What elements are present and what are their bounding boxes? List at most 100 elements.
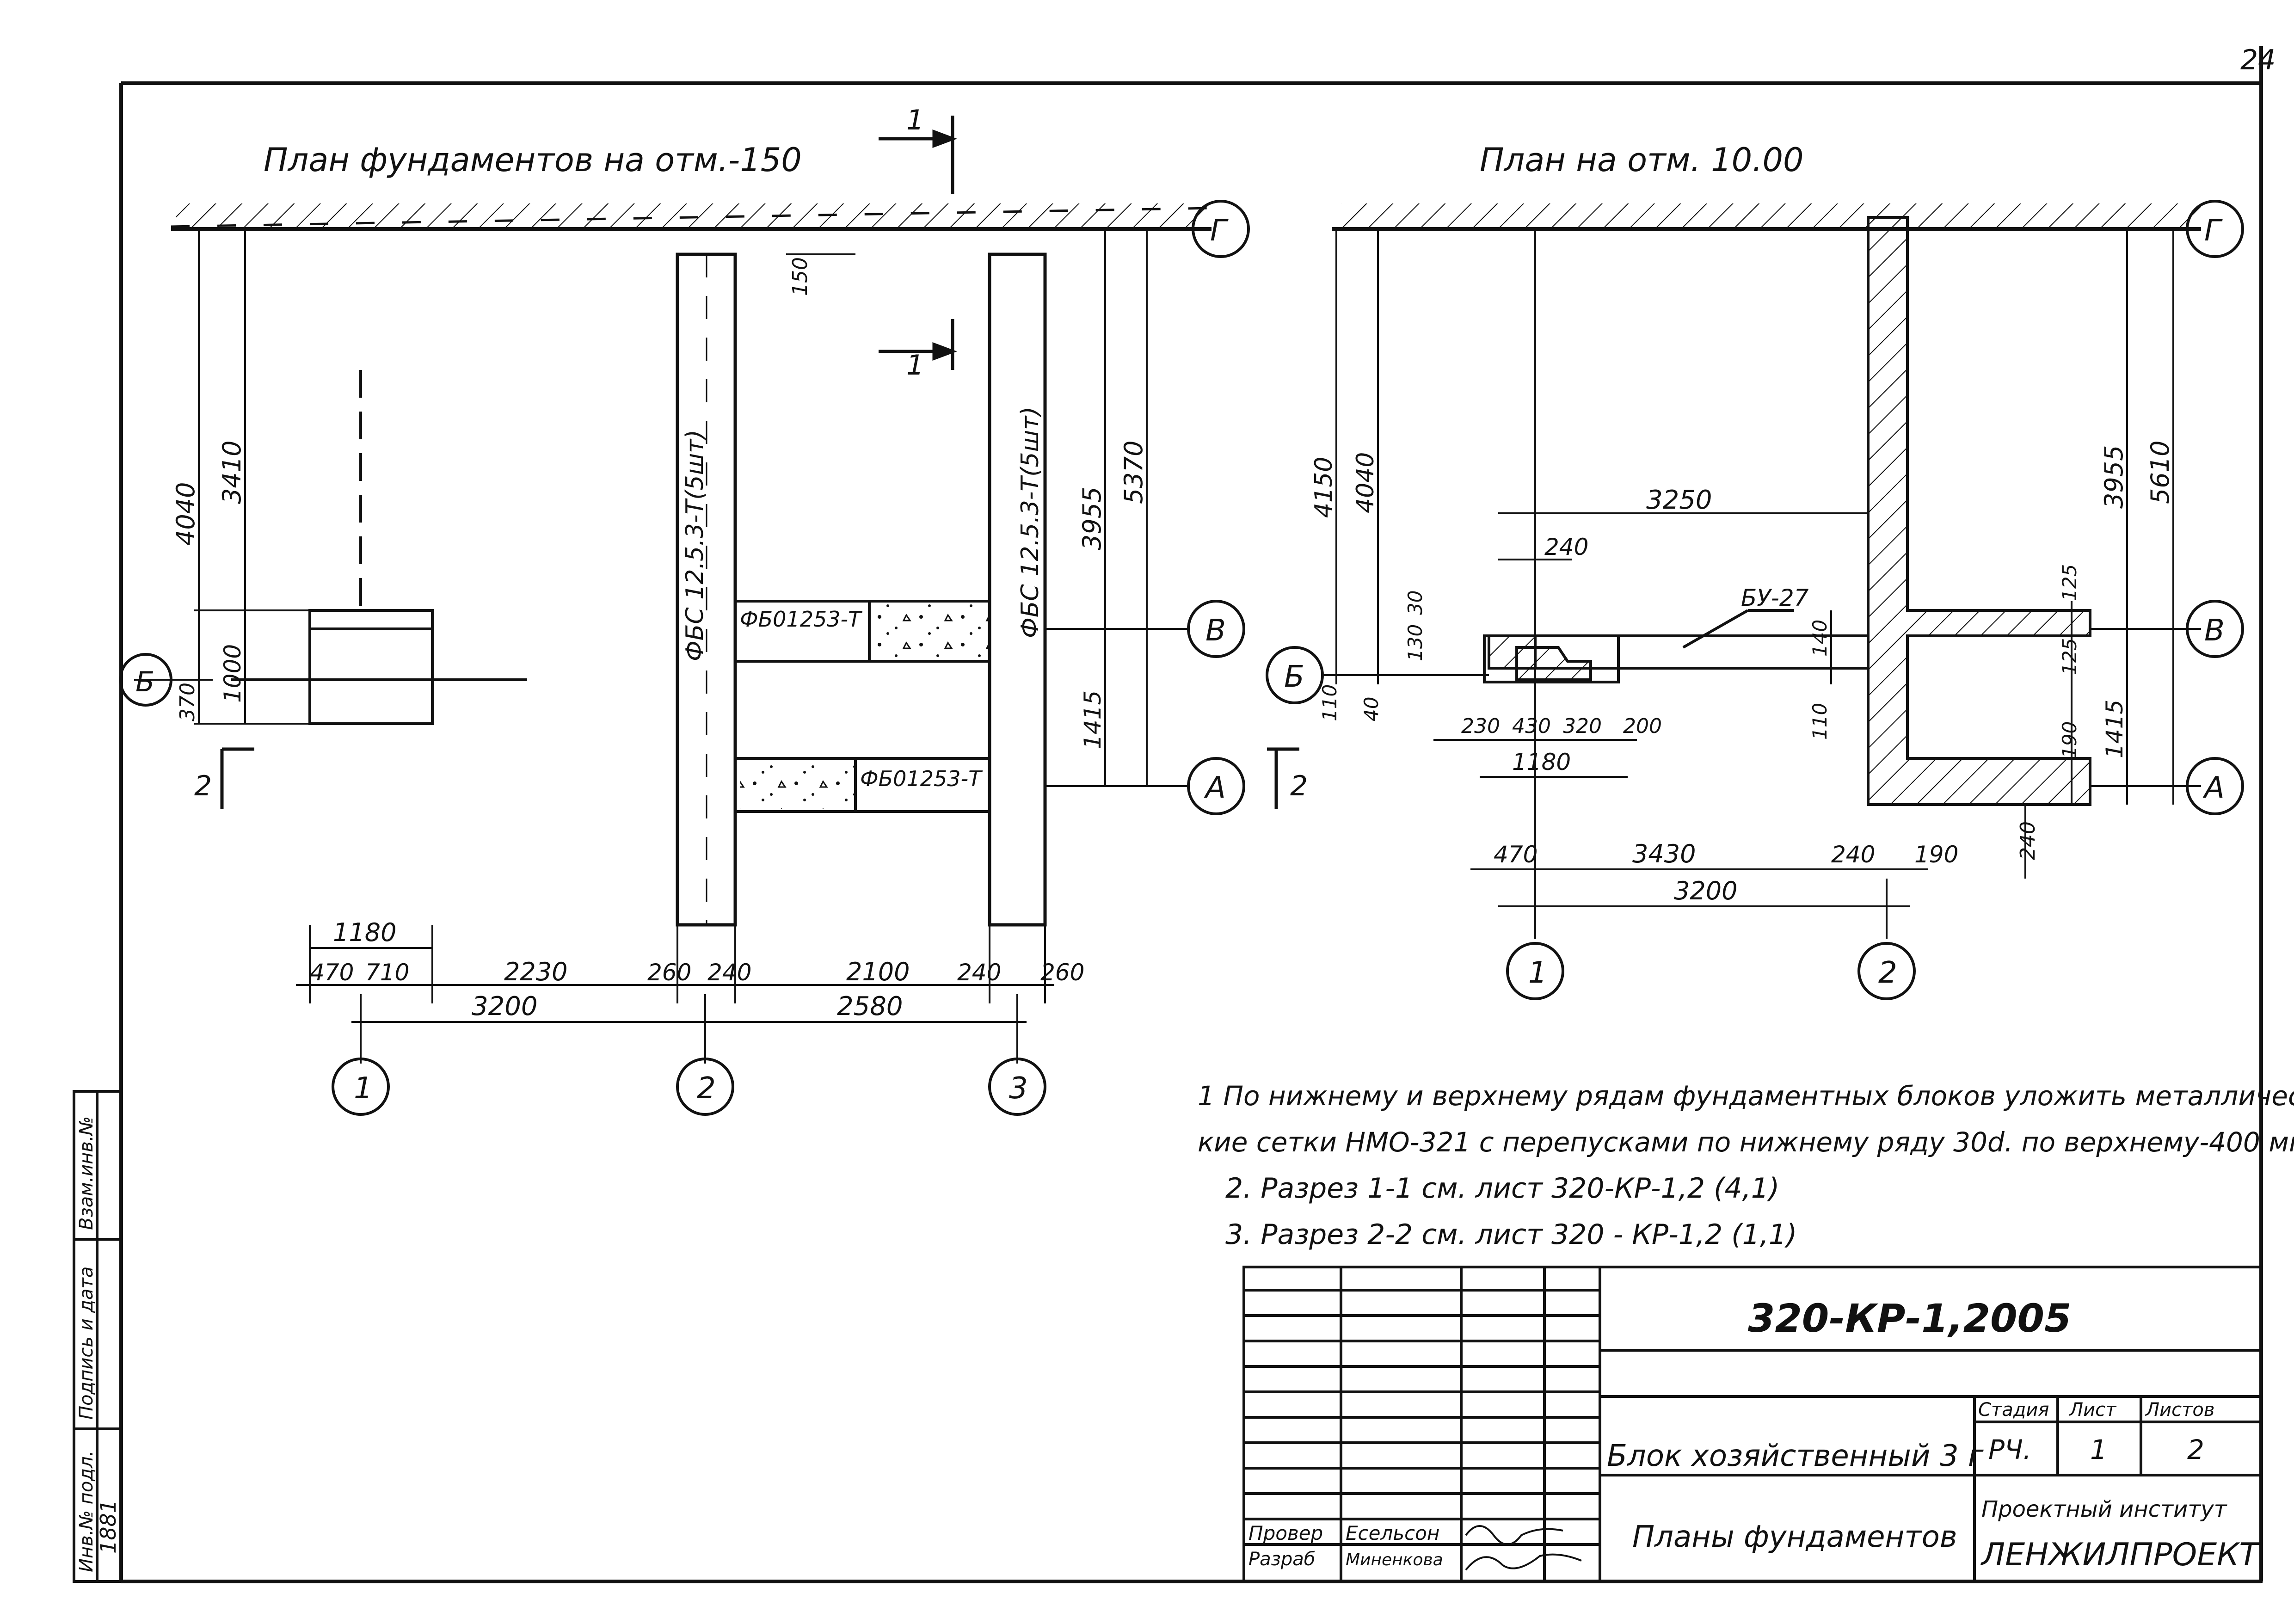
section-1-label-top: 1: [906, 104, 924, 136]
dim-4150: 4150: [1310, 457, 1338, 518]
sheet-header: Лист: [2068, 1399, 2117, 1421]
fbs-wall-axis3: [988, 252, 1047, 927]
plan1: План фундаментов на отм.-150 1 1 2 2: [119, 104, 1308, 1116]
axis-label-a-plan2: А: [2202, 771, 2225, 805]
axis-bubble-3-plan1: [988, 1058, 1046, 1116]
note-line-2: кие сетки НМО-321 с перепусками по нижне…: [1198, 1126, 2294, 1158]
dim-1180: 1180: [333, 918, 396, 947]
dim-470-p2: 470: [1494, 841, 1538, 868]
dim-3410: 3410: [217, 441, 246, 504]
dim-240-p2: 240: [1831, 841, 1875, 868]
axis-label-2-plan2: 2: [1878, 956, 1897, 990]
fb-block-lower-label: ФБ01253-Т: [860, 766, 983, 791]
role-developed: Разраб: [1248, 1549, 1315, 1570]
axis-bubble-1-plan2: [1506, 942, 1564, 1000]
dim-150: 150: [788, 257, 812, 296]
axis-bubble-2-plan2: [1857, 942, 1916, 1000]
axis-bubble-1-plan1: [332, 1058, 390, 1116]
dim-4040: 4040: [171, 482, 200, 546]
dim-260b: 260: [1040, 959, 1084, 986]
sheets-value: 2: [2187, 1434, 2204, 1465]
dim-260a: 260: [647, 959, 691, 986]
column-pad: [231, 370, 527, 725]
wall-hatch-top: [176, 203, 1212, 229]
signature: [1465, 1525, 1582, 1571]
sheet-title: Планы фундаментов: [1632, 1520, 1957, 1554]
section-2-marker-right: [1267, 747, 1299, 809]
dim-3250: 3250: [1646, 485, 1712, 515]
dim-140: 140: [1808, 620, 1831, 657]
sheets-header: Листов: [2145, 1399, 2214, 1421]
side-stamp: [73, 1090, 123, 1583]
org-line-1: Проектный институт: [1981, 1496, 2228, 1522]
dim-1415: 1415: [1079, 690, 1106, 749]
dim-710: 710: [365, 959, 409, 986]
axis-bubble-v-plan1: [1187, 600, 1245, 658]
dim-3200: 3200: [472, 991, 538, 1021]
fb-block-upper-label: ФБ01253-Т: [740, 607, 863, 632]
dim-200: 200: [1623, 714, 1662, 738]
beam-label: БУ-27: [1741, 584, 1809, 611]
plan1-dim-lines: [194, 229, 1148, 1023]
section-1-marker-top: [879, 116, 957, 194]
axis-bubble-b-plan2: [1266, 646, 1324, 704]
dim-30: 30: [1404, 591, 1427, 615]
axis-label-g-plan1: Г: [1210, 214, 1229, 248]
stamp-podpis-data: Подпись и дата: [76, 1267, 97, 1420]
dim-190: 190: [1914, 841, 1958, 868]
axis-label-v-plan1: В: [1205, 614, 1226, 648]
axis-bubble-a-plan2: [2186, 757, 2244, 815]
fbs-wall-axis2: [676, 252, 737, 927]
axis-label-b-plan1: Б: [135, 666, 154, 698]
fb-block-lower: [734, 757, 991, 813]
dim-190v: 190: [2058, 721, 2081, 758]
fbs-label-axis2: ФБС 12.5.3-Т(5шт): [681, 430, 709, 661]
sheet-number: 24: [2240, 44, 2276, 76]
dim-320: 320: [1563, 714, 1602, 738]
dim-470: 470: [310, 959, 354, 986]
section-1-label-mid: 1: [906, 349, 924, 381]
axis-bubble-g-plan2: [2186, 200, 2244, 258]
dim-2580: 2580: [837, 991, 903, 1021]
stamp-inv-value: 1881: [96, 1500, 121, 1554]
dim-110a: 110: [1318, 684, 1341, 721]
plan1-grid-lines: [134, 628, 1188, 1064]
dim-230: 230: [1461, 714, 1500, 738]
section-2-label-right: 2: [1290, 770, 1308, 802]
notes: 1 По нижнему и верхнему рядам фундаментн…: [1198, 1080, 2294, 1251]
name-checked: Есельсон: [1346, 1522, 1439, 1544]
axis-label-b-plan2: Б: [1284, 660, 1304, 694]
note-line-4: 3. Разрез 2-2 см. лист 320 - КР-1,2 (1,1…: [1225, 1218, 1797, 1251]
fbs-label-axis3: ФБС 12.5.3-Т(5шт): [1016, 406, 1044, 638]
axis-bubble-g-plan1: [1192, 200, 1250, 258]
plan2: План на отм. 10.00 БУ-27: [1266, 141, 2244, 1000]
name-developed: Миненкова: [1346, 1550, 1443, 1569]
stamp-inv-podl: Инв.№ подл.: [76, 1451, 97, 1572]
doc-code: 320-КР-1,2005: [1748, 1296, 2071, 1341]
plan2-dim-lines: [1335, 229, 2174, 907]
dim-3955-p2: 3955: [2099, 445, 2128, 509]
dim-1415-p2: 1415: [2101, 700, 2128, 758]
stamp-vzam-inv: Взам.инв.№: [76, 1116, 97, 1230]
wall-hatch-top-plan2: [1341, 203, 2201, 229]
dim-1000: 1000: [219, 644, 246, 703]
sheet-value: 1: [2090, 1434, 2107, 1465]
axis-label-g-plan2: Г: [2204, 214, 2223, 248]
role-checked: Провер: [1248, 1522, 1323, 1544]
axis-bubble-v-plan2: [2186, 600, 2244, 658]
note-line-3: 2. Разрез 1-1 см. лист 320-КР-1,2 (4,1): [1225, 1172, 1779, 1205]
dim-125a: 125: [2058, 564, 2081, 601]
beam-bu27: [1488, 609, 1870, 670]
dim-240b: 240: [957, 959, 1001, 986]
axis-bubble-a-plan1: [1187, 757, 1245, 815]
dim-3200-p2: 3200: [1674, 876, 1737, 905]
axis-label-v-plan2: В: [2204, 614, 2225, 648]
dim-40: 40: [1360, 697, 1383, 721]
plan2-grid-lines: [1322, 229, 2201, 939]
dim-130: 130: [1404, 624, 1427, 661]
axis-label-3-plan1: 3: [1009, 1071, 1028, 1106]
axis-bubble-2-plan1: [676, 1058, 734, 1116]
dim-1180-p2: 1180: [1512, 749, 1571, 775]
dim-3430: 3430: [1632, 839, 1696, 868]
